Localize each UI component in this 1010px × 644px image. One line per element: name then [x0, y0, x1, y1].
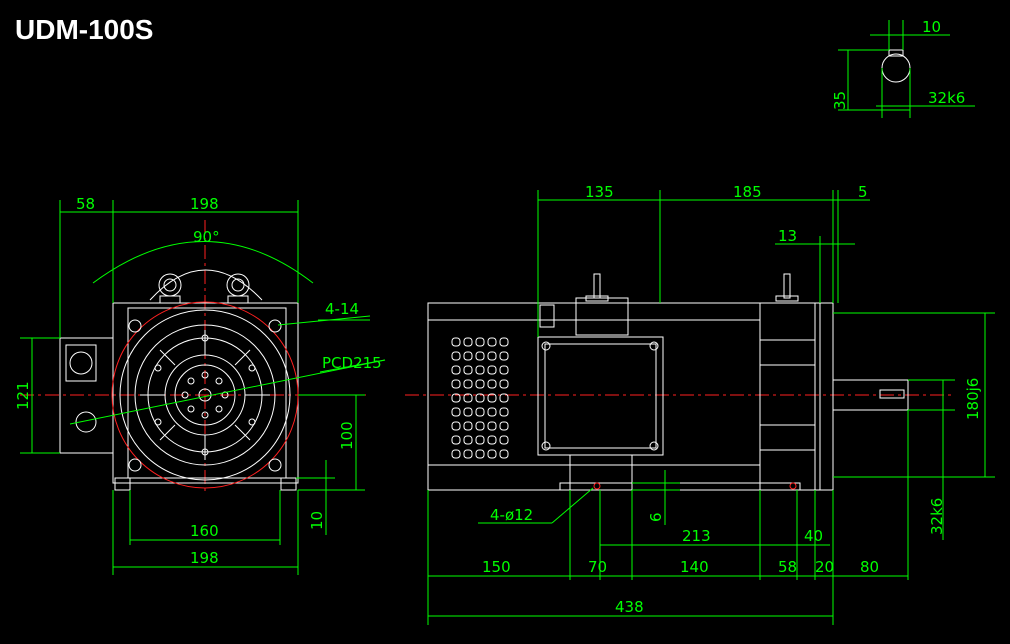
side-dim-13: 13 [778, 227, 797, 245]
mount-hole-bl [128, 458, 142, 472]
shaft-key-slot [888, 49, 904, 57]
connector-square [65, 344, 97, 382]
side-dim-135: 135 [585, 183, 614, 201]
side-lifting-eye-1 [593, 273, 601, 299]
side-dim-20: 20 [815, 558, 834, 576]
side-dim-32k6: 32k6 [928, 498, 946, 535]
front-dim-58: 58 [76, 195, 95, 213]
side-dim-438: 438 [615, 598, 644, 616]
side-view: 135 185 5 13 180j6 32k6 4-ø12 6 [405, 183, 995, 625]
shaft-section-circle [881, 53, 911, 83]
front-angle-90: 90° [193, 228, 220, 246]
motor-body [427, 302, 834, 491]
front-dim-198-top: 198 [190, 195, 219, 213]
side-dim-80: 80 [860, 558, 879, 576]
side-dim-6: 6 [647, 512, 665, 522]
mount-hole-tl [128, 319, 142, 333]
mount-hole-tr [268, 319, 282, 333]
front-dim-198-bottom: 198 [190, 549, 219, 567]
side-mount-4-phi12: 4-ø12 [490, 506, 533, 524]
front-dim-121: 121 [14, 381, 32, 410]
side-lifting-eye-2 [783, 273, 791, 299]
cable-gland [75, 411, 97, 433]
side-dim-213: 213 [682, 527, 711, 545]
terminal-box [59, 337, 114, 454]
front-dim-100: 100 [338, 421, 356, 450]
side-dim-180j6: 180j6 [964, 378, 982, 420]
side-dim-70: 70 [588, 558, 607, 576]
side-dim-58: 58 [778, 558, 797, 576]
left-lifting-eye [158, 273, 182, 297]
front-pcd-215: PCD215 [322, 354, 382, 372]
mount-hole-br [268, 458, 282, 472]
drawing-title: UDM-100S [15, 14, 154, 45]
side-dim-150: 150 [482, 558, 511, 576]
side-dim-185: 185 [733, 183, 762, 201]
side-dim-140: 140 [680, 558, 709, 576]
angle-arc [92, 241, 314, 284]
shaft-key-height-label: 35 [831, 91, 849, 110]
front-view: 58 198 90° 4-14 PCD215 121 100 10 160 19… [14, 195, 386, 575]
side-terminal-box [537, 336, 664, 456]
shaft-diameter-label: 32k6 [928, 89, 965, 107]
front-dim-10: 10 [308, 511, 326, 530]
vent-grille [451, 337, 509, 459]
side-dim-40: 40 [804, 527, 823, 545]
front-holes-4-14: 4-14 [325, 300, 359, 318]
shaft-key-detail: 10 35 32k6 [831, 18, 975, 118]
output-shaft [832, 379, 909, 411]
shaft-key-width-label: 10 [922, 18, 941, 36]
front-dim-160: 160 [190, 522, 219, 540]
side-dim-5: 5 [858, 183, 868, 201]
